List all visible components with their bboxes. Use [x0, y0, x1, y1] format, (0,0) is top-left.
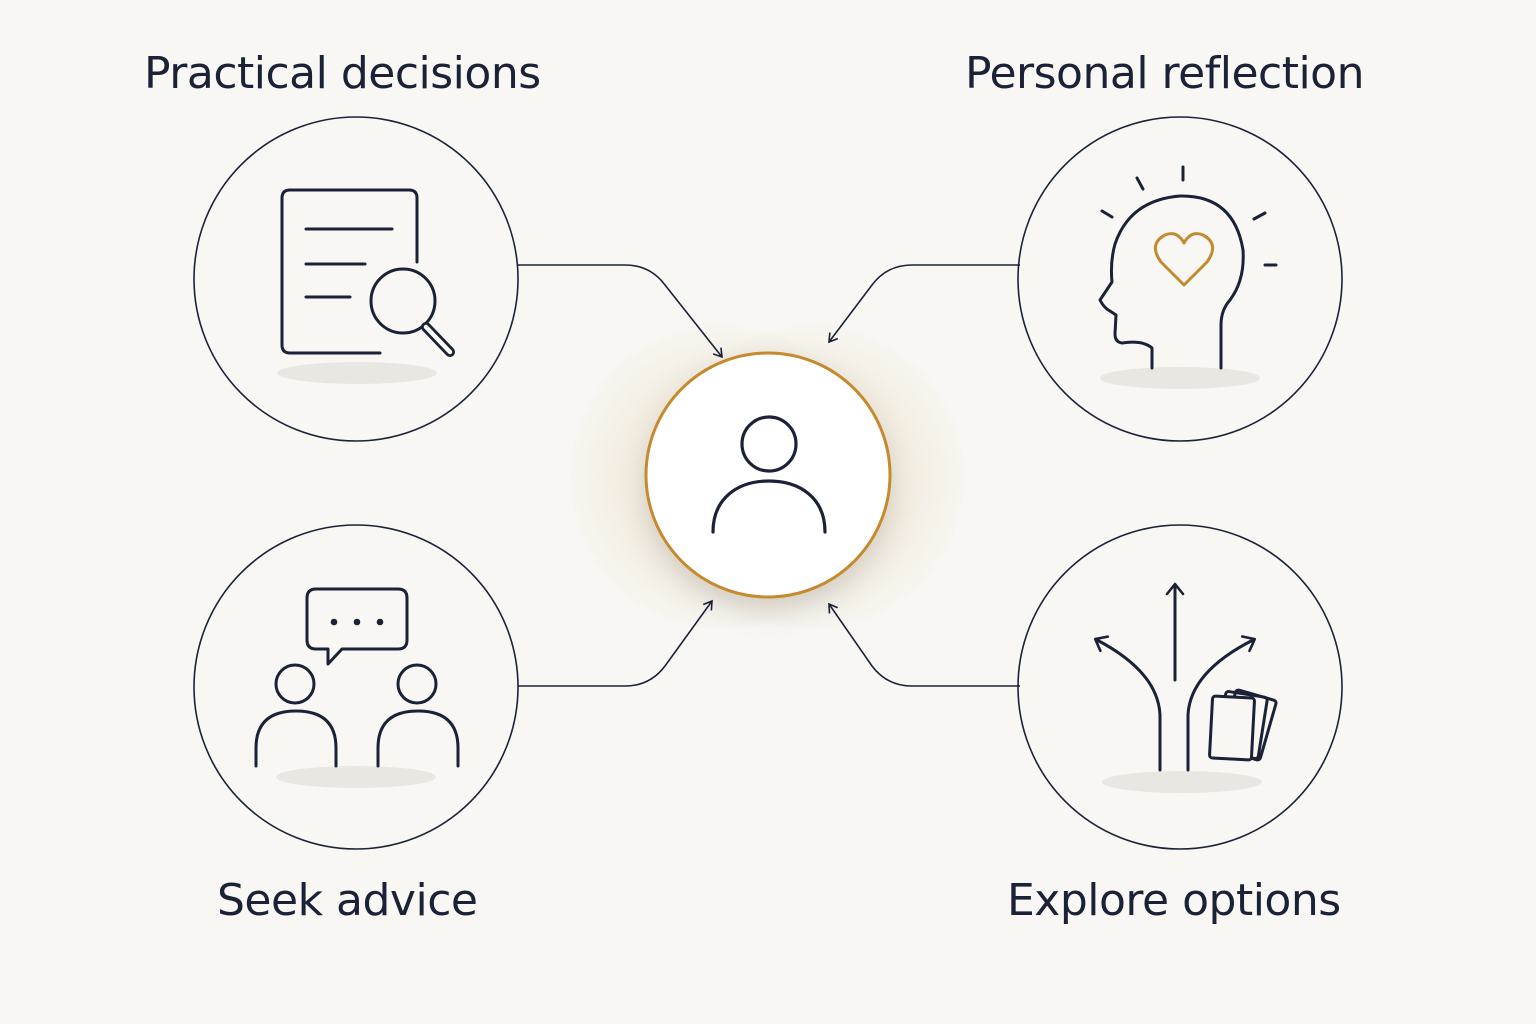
conversation-icon: [254, 587, 460, 768]
head-heart-icon: [1098, 165, 1278, 370]
ellipsis-dots: [330, 618, 384, 626]
diverging-paths-icon: [1093, 582, 1257, 772]
heart-icon: [1153, 232, 1215, 287]
center-node[interactable]: [644, 351, 892, 599]
connector-top-left: [518, 264, 723, 359]
label-seek-advice: Seek advice: [217, 875, 478, 926]
connectors: [518, 264, 1020, 687]
connector-bottom-left: [518, 599, 713, 687]
person-icon: [711, 415, 827, 534]
document-search-icon: [280, 188, 455, 357]
node-personal-reflection[interactable]: [1017, 116, 1343, 442]
connector-bottom-right: [828, 602, 1020, 687]
cards-icon: [1208, 688, 1278, 762]
label-personal-reflection: Personal reflection: [965, 48, 1364, 99]
label-explore-options: Explore options: [1007, 875, 1341, 926]
node-explore-options[interactable]: [1017, 524, 1343, 850]
node-practical-decisions[interactable]: [193, 116, 519, 442]
connector-top-right: [828, 264, 1020, 344]
label-practical-decisions: Practical decisions: [144, 48, 541, 99]
node-seek-advice[interactable]: [193, 524, 519, 850]
